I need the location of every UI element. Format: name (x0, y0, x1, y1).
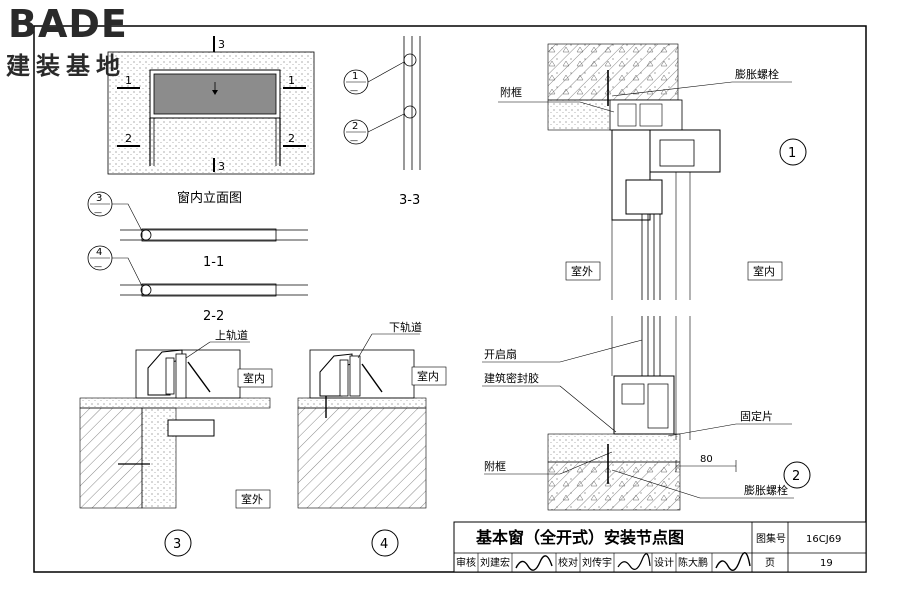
designer-signature (715, 552, 751, 571)
detail-1-bolt-label: 膨胀螺栓 (735, 67, 779, 81)
detail-2-sash-label: 开启扇 (484, 347, 517, 361)
section-2-2-title: 2-2 (203, 309, 224, 324)
detail-2-frame-label: 附框 (484, 459, 506, 473)
atlas-label: 图集号 (756, 532, 786, 545)
reviewer-signature (515, 555, 553, 571)
atlas-number: 16CJ69 (806, 534, 841, 545)
bade-logo: BADE 建装基地 (6, 2, 164, 82)
section-mark-2-right: 2 (288, 132, 295, 145)
detail-3-track-label: 上轨道 (215, 328, 248, 342)
section-1-1-title: 1-1 (203, 255, 224, 270)
detail-4: 下轨道 室内 4 (297, 320, 447, 557)
detail-2-dimension: 80 (700, 454, 713, 465)
design-label: 设计 (654, 556, 674, 569)
detail-2-number: 2 (792, 469, 800, 484)
callout-2-sheet: — (350, 136, 358, 145)
section-1-1: 3 — 1-1 (87, 191, 308, 270)
detail-1-number: 1 (788, 146, 796, 161)
designer-name: 陈大鹏 (678, 556, 708, 569)
detail-2-fixing-label: 固定片 (740, 409, 773, 423)
checker-name: 刘传宇 (582, 556, 612, 569)
reviewer-name: 刘建宏 (480, 556, 510, 569)
window-elevation: 3 3 1 1 2 2 窗内立面图 (107, 36, 315, 206)
detail-3: 上轨道 室内 室外 3 (79, 328, 273, 557)
section-mark-2-left: 2 (125, 132, 132, 145)
detail-3-number: 3 (173, 537, 181, 552)
callout-3-sheet: — (94, 208, 102, 217)
section-mark-1-left: 1 (125, 74, 132, 87)
page-number: 19 (820, 558, 833, 569)
section-mark-3-bottom: 3 (218, 160, 225, 173)
detail-3-outside-label: 室外 (241, 492, 263, 506)
callout-4-number: 4 (96, 247, 102, 258)
section-3-3-title: 3-3 (399, 193, 420, 208)
detail-1-inside-label: 室内 (753, 264, 775, 278)
checker-signature (617, 553, 651, 570)
title-block: 基本窗（全开式）安装节点图 图集号 16CJ69 审核 刘建宏 校对 刘传宇 设… (453, 521, 867, 573)
callout-1-number: 1 (352, 71, 358, 82)
logo-wordmark: BADE (8, 2, 128, 46)
detail-2-sealant-label: 建筑密封胶 (484, 371, 539, 385)
detail-4-track-label: 下轨道 (389, 320, 422, 334)
detail-4-inside-label: 室内 (417, 369, 439, 383)
elevation-title: 窗内立面图 (177, 190, 242, 206)
detail-1-outside-label: 室外 (571, 264, 593, 278)
callout-3-number: 3 (96, 193, 102, 204)
section-mark-3-top: 3 (218, 38, 225, 51)
check-label: 校对 (558, 556, 578, 569)
section-2-2: 4 — 2-2 (87, 245, 308, 324)
detail-2: 80 开启扇 建筑密封胶 固定片 附框 膨胀螺栓 2 (482, 316, 811, 511)
callout-2-number: 2 (352, 121, 358, 132)
sheet-title: 基本窗（全开式）安装节点图 (475, 528, 684, 547)
review-label: 审核 (456, 556, 476, 569)
detail-4-number: 4 (380, 537, 388, 552)
logo-subtitle: 建装基地 (6, 52, 126, 80)
section-3-3: 1 — 2 — 3-3 (343, 36, 421, 208)
section-mark-1-right: 1 (288, 74, 295, 87)
callout-1-sheet: — (350, 86, 358, 95)
detail-3-inside-label: 室内 (243, 371, 265, 385)
detail-1-frame-label: 附框 (500, 85, 522, 99)
sheet-border (33, 25, 867, 573)
detail-2-bolt-label: 膨胀螺栓 (744, 483, 788, 497)
callout-4-sheet: — (94, 262, 102, 271)
detail-1: 附框 膨胀螺栓 室外 室内 1 (498, 43, 807, 300)
page-label: 页 (765, 557, 775, 569)
